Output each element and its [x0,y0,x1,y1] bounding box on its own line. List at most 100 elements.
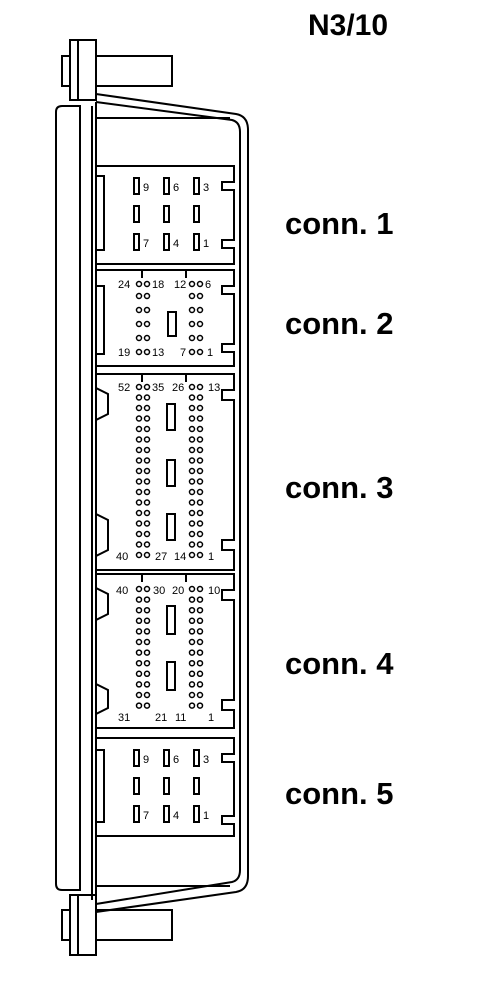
pin-label: 52 [118,382,130,394]
pin-hole [143,436,151,443]
pin-hole [135,649,143,656]
pin-hole [196,394,204,401]
pin-hole [188,415,196,422]
housing [55,39,249,956]
pin-hole [188,659,196,667]
pin-label: 1 [203,238,209,250]
pin-hole [196,628,204,635]
pin-hole [135,691,143,699]
pin-hole [188,691,196,699]
pin-hole [135,446,143,454]
pin-hole [143,425,151,433]
pin-hole [135,394,143,401]
pin-label: 6 [173,754,179,766]
pin-hole [188,425,196,433]
pin-hole [188,530,196,538]
pin-hole [143,509,151,517]
pin-label: 4 [173,238,179,250]
pin-label: 20 [172,585,184,597]
pin-hole [143,606,151,614]
pin-hole [188,509,196,517]
pin-hole [135,551,143,559]
pin-hole [188,467,196,475]
pin-hole [143,585,151,593]
pin-hole [135,404,143,412]
pin-hole [196,649,204,656]
pin-hole [196,541,204,548]
connector-label-5: conn. 5 [285,776,394,811]
pin-hole [135,383,143,391]
connector-label-2: conn. 2 [285,306,394,341]
pin-hole [188,446,196,454]
component-title: N3/10 [308,9,388,42]
pin-label: 35 [152,382,164,394]
pin-label: 1 [203,810,209,822]
pin-hole [188,383,196,391]
pin-hole [196,383,204,391]
pin-hole [196,530,204,538]
pin-hole [135,467,143,475]
pin-label: 40 [116,551,128,563]
pin-hole [135,681,143,688]
pin-hole [143,394,151,401]
pin-hole [196,585,204,593]
pin-hole [196,520,204,527]
connector-5: 9 6 3 7 4 1 [95,737,235,837]
pin-hole [188,404,196,412]
pin-label: 10 [208,585,220,597]
pin-hole [188,649,196,656]
pin-label: 30 [153,585,165,597]
pin-hole [196,467,204,475]
pin-hole [135,520,143,527]
pin-hole [135,425,143,433]
pin-label: 7 [143,810,149,822]
pin-hole [188,638,196,646]
connector-2: 24 18 12 6 19 13 7 1 [95,269,235,367]
pin-hole [196,596,204,603]
pin-label: 6 [173,182,179,194]
pin-hole [143,638,151,646]
pin-hole [196,488,204,496]
pin-hole [196,404,204,412]
pin-hole [188,499,196,506]
pin-hole [196,681,204,688]
pin-hole [135,585,143,593]
pin-label: 1 [208,712,214,724]
pin-label: 9 [143,754,149,766]
pin-hole [143,541,151,548]
pin-label: 3 [203,754,209,766]
pin-hole [188,457,196,464]
pin-label: 1 [207,347,213,359]
pin-label: 7 [143,238,149,250]
pin-label: 14 [174,551,186,563]
pin-label: 21 [155,712,167,724]
pin-label: 40 [116,585,128,597]
pin-label: 4 [173,810,179,822]
pin-hole [143,520,151,527]
pin-hole [143,530,151,538]
pin-label: 1 [208,551,214,563]
connector-4: 40 30 20 10 31 21 11 1 [95,573,235,729]
pin-hole [143,467,151,475]
pin-hole [143,617,151,625]
pin-hole [196,425,204,433]
pin-hole [188,617,196,625]
pin-hole [196,499,204,506]
pin-hole [188,436,196,443]
pin-hole [188,585,196,593]
pin-hole [135,638,143,646]
pin-hole [135,670,143,678]
pin-hole [143,478,151,485]
pin-hole [135,509,143,517]
pin-hole [135,457,143,464]
pin-hole [196,670,204,678]
pin-label: 12 [174,279,186,291]
pin-hole [135,415,143,422]
pin-hole [196,617,204,625]
pin-hole [188,702,196,709]
pin-label: 31 [118,712,130,724]
pin-hole [143,596,151,603]
pin-hole [196,606,204,614]
pin-label: 18 [152,279,164,291]
